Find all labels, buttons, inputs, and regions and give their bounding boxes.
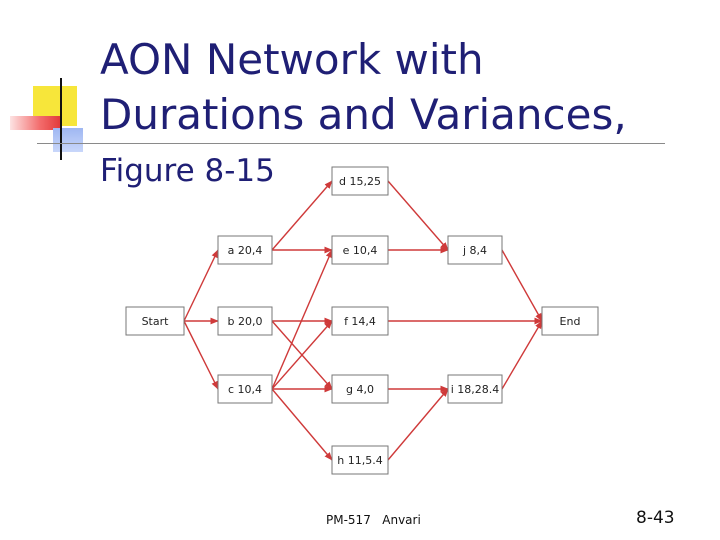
node-e: e 10,4 [331,235,389,265]
node-box-j [447,235,503,265]
node-label-i: i 18,28.4 [451,383,500,396]
node-d: d 15,25 [331,166,389,196]
edge-h-to-i [387,388,449,461]
node-label-h: h 11,5.4 [337,454,382,467]
node-c: c 10,4 [217,374,273,404]
edge-c-to-h [271,388,333,461]
node-box-c [217,374,273,404]
node-b: b 20,0 [217,306,273,336]
node-f: f 14,4 [331,306,389,336]
decor-blue-square [53,128,83,152]
node-box-b [217,306,273,336]
node-i: i 18,28.4 [447,374,503,404]
node-label-e: e 10,4 [343,244,378,257]
node-label-j: j 8,4 [462,244,487,257]
node-box-e [331,235,389,265]
slide-title-suffix: Figure 8-15 [100,153,275,189]
node-box-i [447,374,503,404]
edge-i-to-end [501,320,543,390]
node-box-start [125,306,185,336]
edge-a-to-d [271,180,333,251]
node-label-c: c 10,4 [228,383,262,396]
slide-title-main: AON Network with Durations and Variances… [100,35,627,139]
node-label-g: g 4,0 [346,383,374,396]
decor-red-bar [10,116,60,130]
node-box-end [541,306,599,336]
node-box-h [331,445,389,475]
decor-vertical-line [60,78,62,160]
node-box-a [217,235,273,265]
node-start: Start [125,306,185,336]
node-j: j 8,4 [447,235,503,265]
node-a: a 20,4 [217,235,273,265]
node-label-end: End [560,315,581,328]
node-box-f [331,306,389,336]
edge-b-to-g [271,320,333,390]
edge-c-to-e [271,249,333,390]
page-number: 8-43 [636,508,675,528]
edge-start-to-c [183,320,219,390]
slide-title: AON Network with Durations and Variances… [100,34,700,197]
footer-course: PM-517 Anvari [326,513,421,527]
node-g: g 4,0 [331,374,389,404]
edge-start-to-a [183,249,219,322]
node-label-a: a 20,4 [228,244,263,257]
edge-d-to-j [387,180,449,251]
node-label-b: b 20,0 [228,315,263,328]
edge-j-to-end [501,249,543,322]
node-label-start: Start [142,315,170,328]
node-end: End [541,306,599,336]
node-label-f: f 14,4 [344,315,376,328]
node-h: h 11,5.4 [331,445,389,475]
node-box-g [331,374,389,404]
title-underline [37,143,665,144]
node-label-d: d 15,25 [339,175,381,188]
node-box-d [331,166,389,196]
